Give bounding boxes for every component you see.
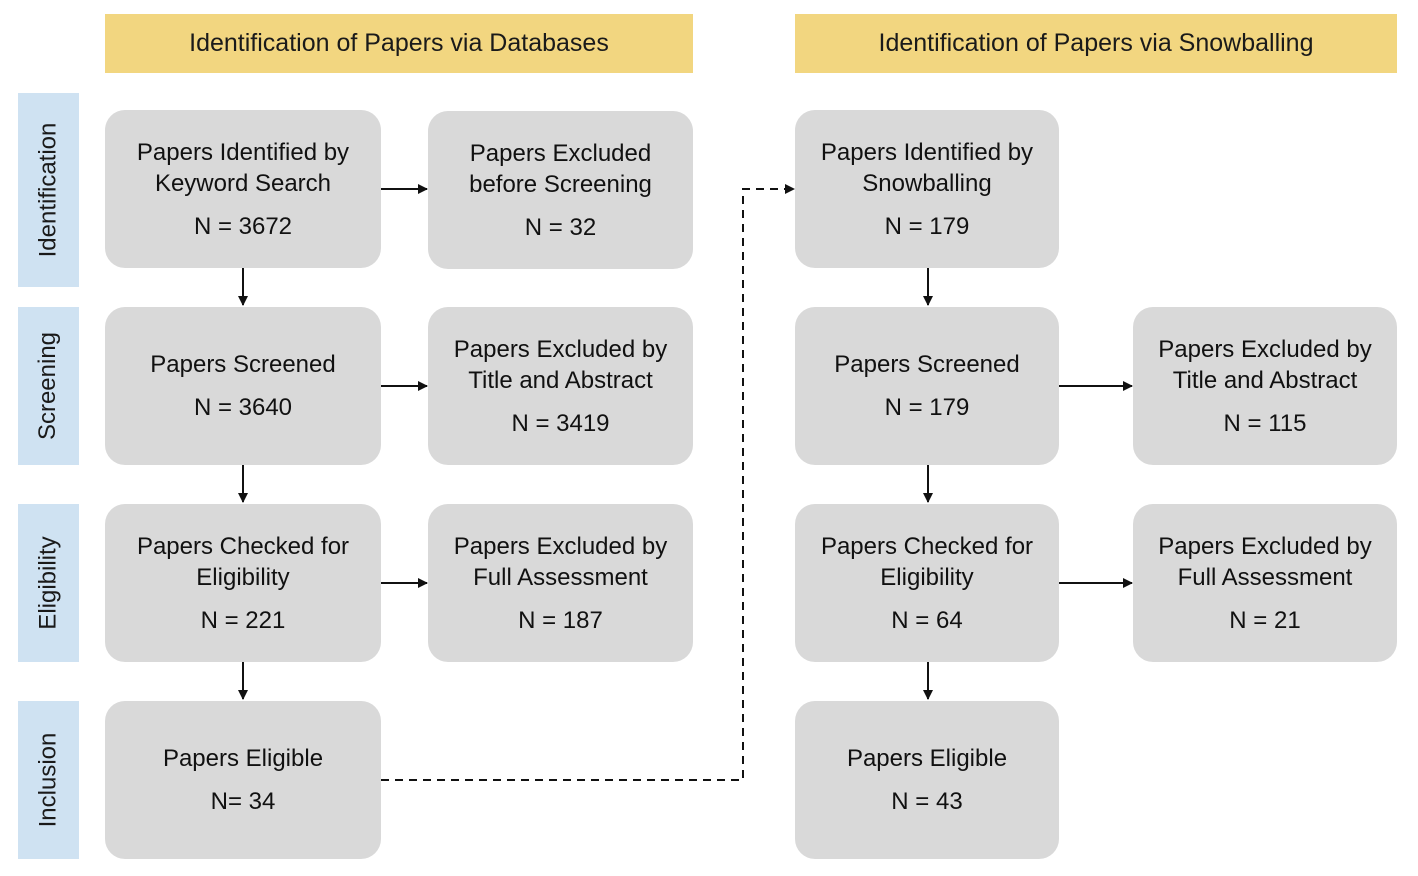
sb-checked-label: Papers Checked for Eligibility [820, 532, 1034, 591]
db-excluded-full-count: N = 187 [518, 606, 603, 634]
sb-screened-count: N = 179 [884, 394, 970, 421]
stage-screening: Screening [18, 307, 79, 465]
sb-eligible-count: N = 43 [891, 788, 963, 815]
db-excluded-before-box: Papers Excluded before Screening N = 32 [428, 111, 693, 269]
arrow-db-eligible-to-sb-identified [381, 184, 795, 781]
db-checked-label: Papers Checked for Eligibility [136, 532, 350, 591]
db-excluded-full-box: Papers Excluded by Full Assessment N = 1… [428, 504, 693, 662]
snowballing-header: Identification of Papers via Snowballing [795, 14, 1397, 73]
sb-excluded-title-count: N = 115 [1223, 409, 1307, 437]
db-excluded-full-label: Papers Excluded by Full Assessment [453, 532, 668, 591]
sb-checked-box: Papers Checked for Eligibility N = 64 [795, 504, 1059, 662]
db-screened-box: Papers Screened N = 3640 [105, 307, 381, 465]
db-excluded-title-count: N = 3419 [511, 409, 610, 437]
stage-inclusion: Inclusion [18, 701, 79, 859]
sb-excluded-full-label: Papers Excluded by Full Assessment [1158, 532, 1372, 591]
sb-eligible-label: Papers Eligible [846, 745, 1008, 772]
db-screened-label: Papers Screened [150, 351, 336, 378]
sb-excluded-full-count: N = 21 [1229, 606, 1301, 634]
db-identified-label: Papers Identified by Keyword Search [136, 138, 350, 197]
db-identified-count: N = 3672 [193, 212, 293, 240]
sb-excluded-title-label: Papers Excluded by Title and Abstract [1158, 335, 1372, 394]
db-screened-count: N = 3640 [193, 394, 293, 421]
sb-excluded-full-box: Papers Excluded by Full Assessment N = 2… [1133, 504, 1397, 662]
databases-header: Identification of Papers via Databases [105, 14, 693, 73]
sb-identified-box: Papers Identified by Snowballing N = 179 [795, 110, 1059, 268]
db-excluded-before-count: N = 32 [524, 213, 597, 241]
sb-identified-count: N = 179 [884, 212, 970, 240]
sb-checked-count: N = 64 [891, 606, 963, 634]
stage-eligibility: Eligibility [18, 504, 79, 662]
sb-screened-box: Papers Screened N = 179 [795, 307, 1059, 465]
sb-identified-label: Papers Identified by Snowballing [820, 138, 1034, 197]
db-eligible-box: Papers Eligible N= 34 [105, 701, 381, 859]
sb-excluded-title-box: Papers Excluded by Title and Abstract N … [1133, 307, 1397, 465]
db-eligible-label: Papers Eligible [162, 745, 324, 772]
db-excluded-title-box: Papers Excluded by Title and Abstract N … [428, 307, 693, 465]
db-checked-count: N = 221 [200, 606, 286, 634]
db-eligible-count: N= 34 [210, 788, 276, 815]
db-excluded-before-label: Papers Excluded before Screening [469, 139, 652, 198]
db-checked-box: Papers Checked for Eligibility N = 221 [105, 504, 381, 662]
stage-identification: Identification [18, 93, 79, 287]
sb-screened-label: Papers Screened [834, 351, 1020, 378]
sb-eligible-box: Papers Eligible N = 43 [795, 701, 1059, 859]
db-excluded-title-label: Papers Excluded by Title and Abstract [453, 335, 668, 394]
db-identified-box: Papers Identified by Keyword Search N = … [105, 110, 381, 268]
